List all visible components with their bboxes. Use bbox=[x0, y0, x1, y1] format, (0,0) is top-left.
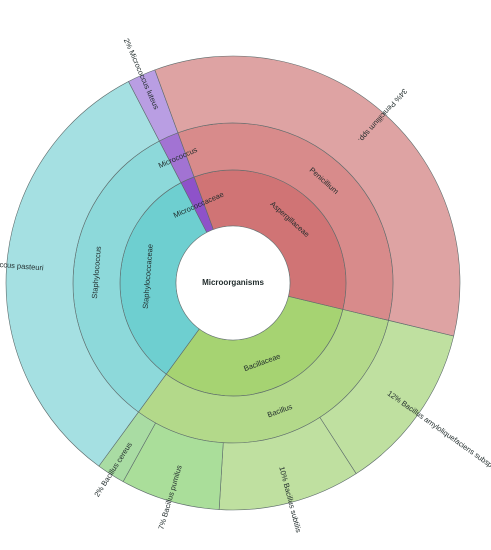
center-circle bbox=[175, 225, 291, 341]
chart-segments bbox=[5, 55, 461, 511]
center-hub: Microorganisms bbox=[175, 225, 291, 341]
center-label: Microorganisms bbox=[202, 278, 264, 287]
genus-label-staphylococcus: Staphylococcus bbox=[90, 246, 103, 299]
species-segment-staphylococcus-pasteuri[interactable] bbox=[5, 81, 160, 467]
species-label-bacillus-amyloliquefaciens-subsp-plantarum: 12% Bacillus amyloliquefaciens subsp. pl… bbox=[386, 389, 491, 491]
species-segment-penicillium-spp[interactable] bbox=[154, 55, 461, 337]
